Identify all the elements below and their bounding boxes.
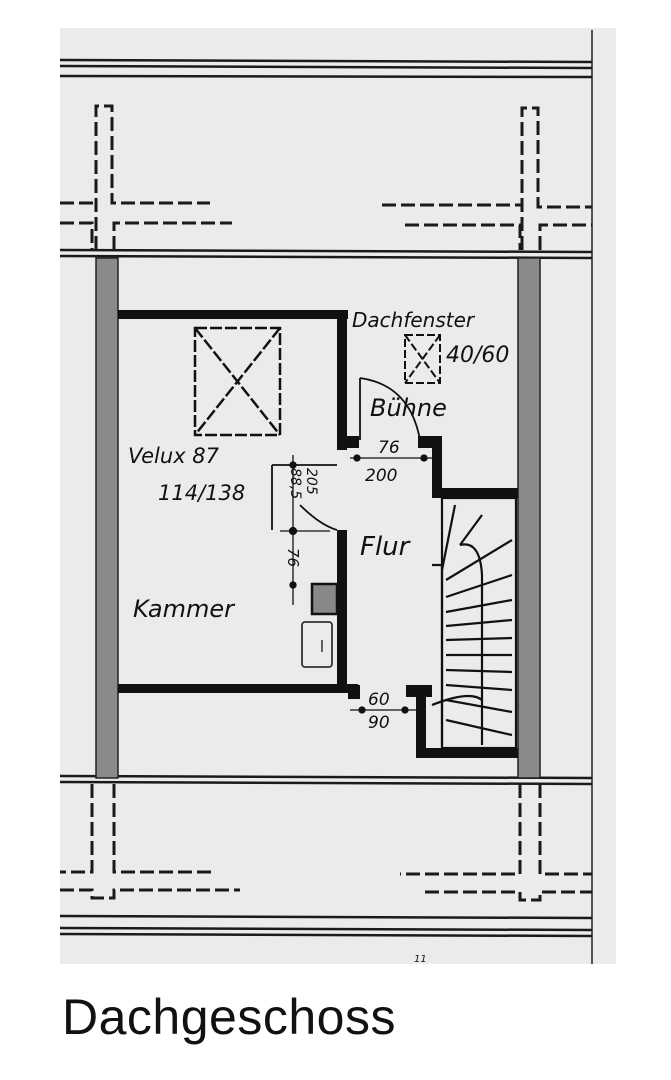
dachfenster-size: 40/60 bbox=[446, 343, 509, 368]
flur-walls bbox=[347, 436, 518, 758]
floor-plan: Dachfenster 40/60 Bühne Velux 87 114/138… bbox=[59, 28, 616, 965]
roof-edge-top bbox=[59, 58, 593, 260]
kammer-label: Kammer bbox=[133, 595, 236, 623]
dim-stair-width: 60 bbox=[368, 690, 390, 710]
dachfenster-label: Dachfenster bbox=[352, 308, 476, 332]
dim-stair-height: 90 bbox=[368, 713, 390, 733]
kammer-walls bbox=[118, 310, 358, 693]
flur-label: Flur bbox=[360, 532, 412, 562]
dimension-lines bbox=[280, 454, 432, 714]
dachfenster-window-icon bbox=[404, 334, 441, 384]
dim-kammer-door-width: 76 bbox=[284, 548, 302, 567]
chimney-icon bbox=[310, 582, 339, 616]
dashed-outline-top bbox=[60, 104, 592, 250]
gable-wall-right bbox=[517, 257, 541, 779]
sink-icon bbox=[301, 621, 333, 668]
velux-window-icon bbox=[193, 326, 282, 437]
dim-buehne-door-height: 200 bbox=[365, 466, 397, 486]
buehne-door bbox=[359, 377, 421, 441]
dim-kammer-door-b: 205 bbox=[303, 468, 319, 495]
dim-buehne-door-width: 76 bbox=[378, 438, 400, 458]
staircase bbox=[431, 496, 518, 750]
floor-caption: Dachgeschoss bbox=[62, 989, 396, 1045]
velux-label: Velux 87 bbox=[128, 444, 220, 468]
buehne-label: Bühne bbox=[370, 394, 447, 422]
roof-edge-bottom bbox=[59, 774, 593, 938]
page-number: 11 bbox=[414, 954, 427, 965]
dashed-outline-bottom bbox=[60, 784, 592, 902]
kammer-door bbox=[271, 464, 338, 531]
gable-wall-left bbox=[95, 257, 119, 779]
velux-size: 114/138 bbox=[158, 481, 245, 505]
dim-kammer-door-a: 88,5 bbox=[287, 468, 303, 499]
